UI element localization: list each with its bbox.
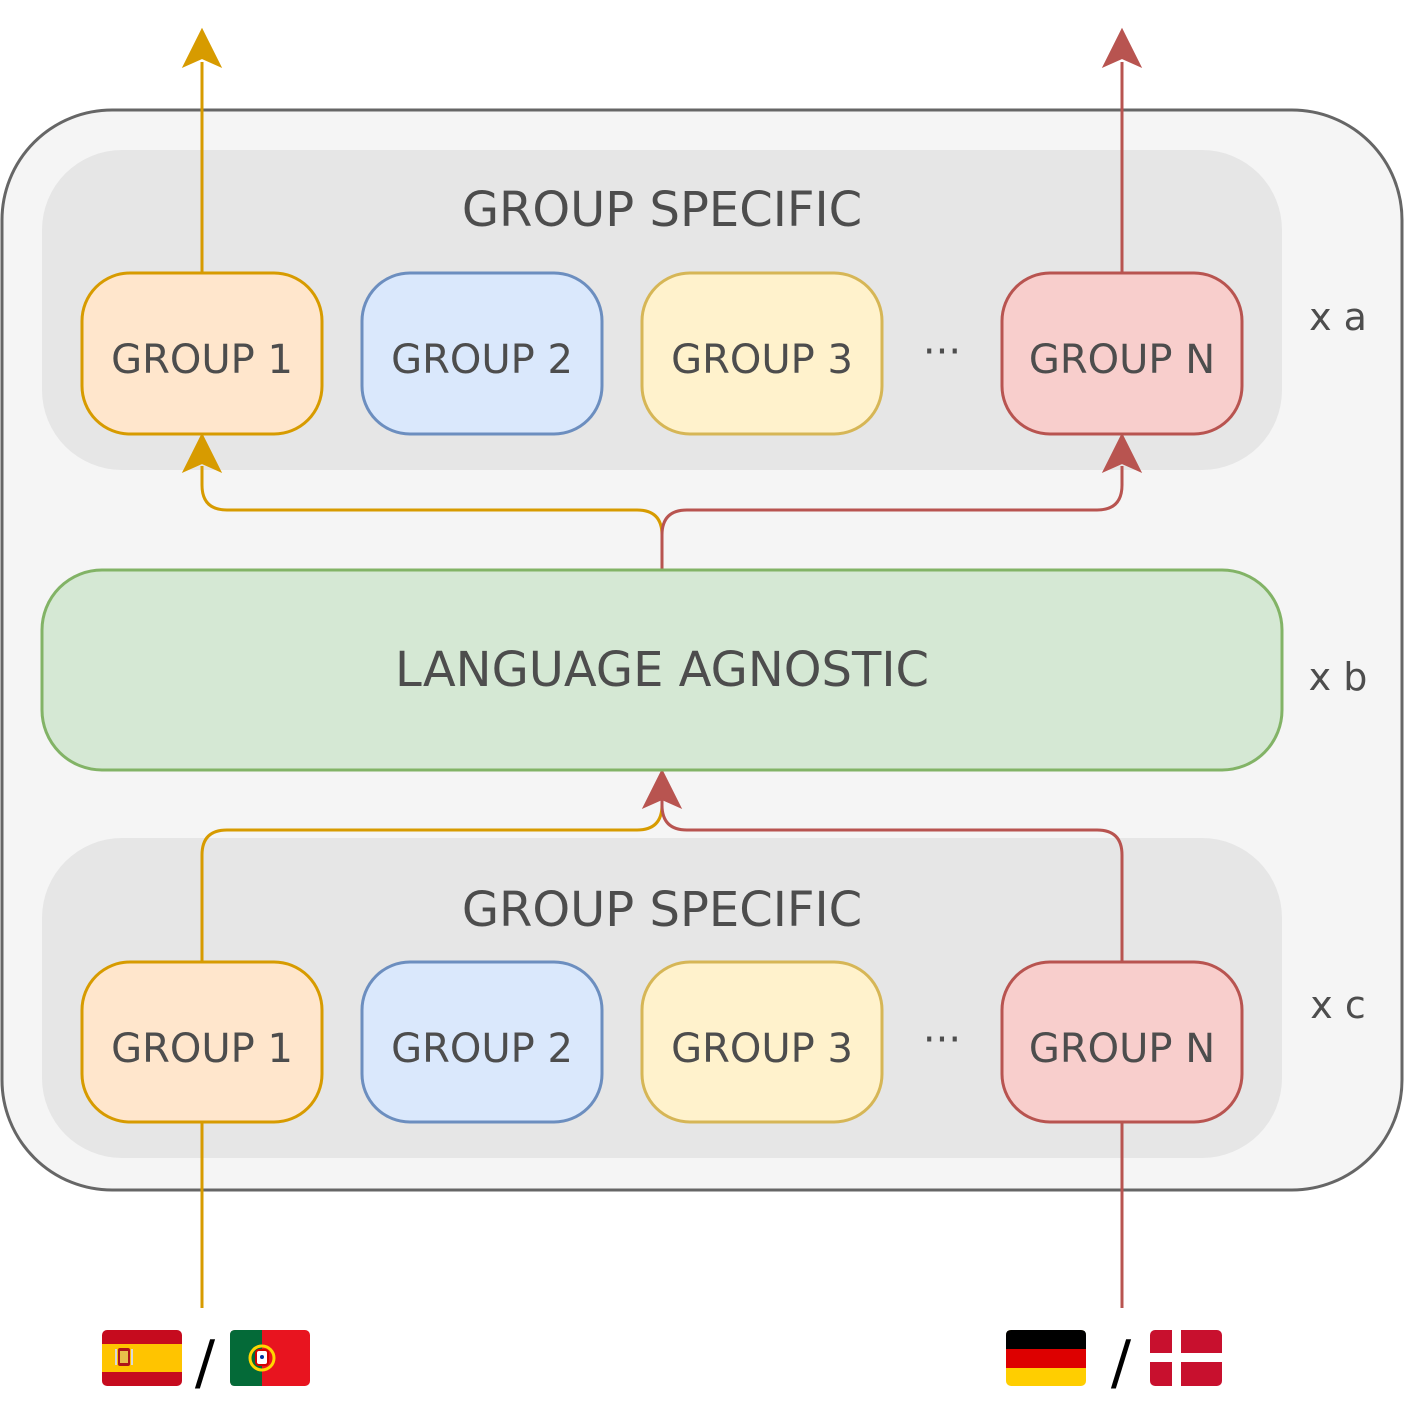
- agnostic-to-top-right-connector: [660, 466, 1124, 570]
- bottom-group-n-box[interactable]: [1000, 960, 1244, 1124]
- top-panel-title: GROUP SPECIFIC: [462, 182, 862, 238]
- top-left-input-arrowhead: [181, 432, 223, 474]
- top-group-1-label: GROUP 1: [111, 337, 293, 383]
- bottom-group-3-box[interactable]: [640, 960, 884, 1124]
- language-agnostic-box[interactable]: [40, 568, 1284, 772]
- bottom-ellipsis: ···: [923, 1017, 961, 1063]
- denmark-flag-icon: [1150, 1330, 1222, 1386]
- middle-multiplier: x b: [1309, 655, 1368, 699]
- language-agnostic-label: LANGUAGE AGNOSTIC: [395, 642, 929, 698]
- bottom-group-3-label: GROUP 3: [671, 1026, 853, 1072]
- spain-flag-icon: [102, 1330, 182, 1386]
- bottom-left-to-agnostic-connector: [200, 800, 664, 962]
- agnostic-input-arrowhead: [641, 768, 683, 810]
- agnostic-to-top-left-connector: [200, 466, 664, 570]
- bottom-right-to-agnostic-connector: [660, 800, 1124, 962]
- top-right-input-arrowhead: [1101, 432, 1143, 474]
- top-multiplier: x a: [1309, 295, 1367, 339]
- top-group-n-label: GROUP N: [1029, 337, 1215, 383]
- germany-flag-icon: [1006, 1330, 1086, 1386]
- bottom-group-1-label: GROUP 1: [111, 1026, 293, 1072]
- left-output-arrowhead: [181, 27, 223, 69]
- top-group-2-box[interactable]: [360, 271, 604, 436]
- top-ellipsis: ···: [923, 329, 961, 375]
- bottom-group-1-box[interactable]: [80, 960, 324, 1124]
- top-group-n-box[interactable]: [1000, 271, 1244, 436]
- top-group-3-label: GROUP 3: [671, 337, 853, 383]
- left-flag-separator: /: [195, 1328, 216, 1398]
- bottom-group-2-box[interactable]: [360, 960, 604, 1124]
- bottom-panel-title: GROUP SPECIFIC: [462, 882, 862, 938]
- bottom-group-n-label: GROUP N: [1029, 1026, 1215, 1072]
- bottom-group-2-label: GROUP 2: [391, 1026, 573, 1072]
- bottom-multiplier: x c: [1310, 983, 1365, 1027]
- right-flag-separator: /: [1111, 1328, 1132, 1398]
- top-group-1-box[interactable]: [80, 271, 324, 436]
- top-group-3-box[interactable]: [640, 271, 884, 436]
- right-output-arrowhead: [1101, 27, 1143, 69]
- top-group-2-label: GROUP 2: [391, 337, 573, 383]
- portugal-flag-icon: [230, 1330, 310, 1386]
